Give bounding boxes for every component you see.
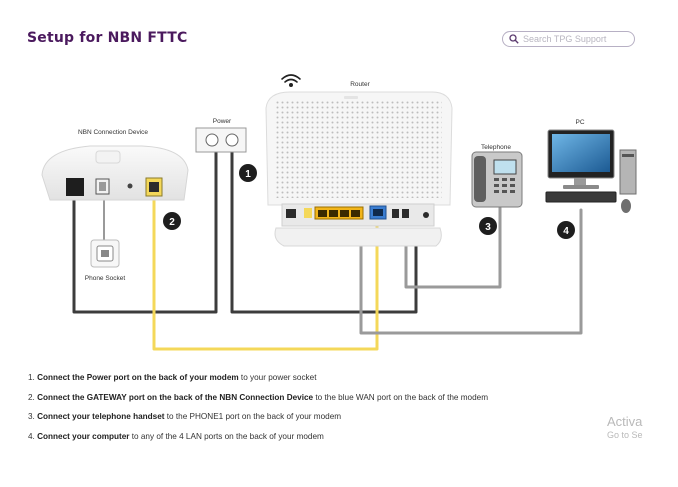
- step-badge-1: 1: [239, 164, 257, 182]
- watermark-line-1: Activa: [607, 414, 643, 429]
- page-title: Setup for NBN FTTC: [27, 30, 188, 46]
- watermark-line-2: Go to Se: [607, 430, 643, 440]
- wifi-icon: [281, 74, 301, 88]
- search-icon: [509, 34, 519, 44]
- svg-text:1: 1: [245, 169, 251, 180]
- telephone-cable: [404, 206, 502, 289]
- step-badge-3: 3: [479, 217, 497, 235]
- search-input[interactable]: [523, 34, 629, 44]
- lan-cable: [359, 208, 583, 335]
- router-label: Router: [350, 81, 370, 88]
- phone-socket-label: Phone Socket: [85, 275, 126, 282]
- pc-label: PC: [575, 119, 584, 126]
- step-badge-4: 4: [557, 221, 575, 239]
- phone-socket: [90, 239, 120, 268]
- instruction-1: 1. Connect the Power port on the back of…: [28, 373, 317, 382]
- instruction-4: 4. Connect your computer to any of the 4…: [28, 431, 324, 441]
- pc: [545, 129, 637, 213]
- power-label: Power: [213, 118, 232, 125]
- telephone-label: Telephone: [481, 144, 511, 151]
- power-cable: [230, 148, 418, 314]
- gateway-cable: [152, 194, 379, 351]
- step-badge-2: 2: [163, 212, 181, 230]
- nbn-device-label: NBN Connection Device: [78, 129, 148, 136]
- activation-watermark: Activa Go to Se: [607, 414, 643, 440]
- instructions-list: 1. Connect the Power port on the back of…: [28, 373, 488, 451]
- instruction-2: 2. Connect the GATEWAY port on the back …: [28, 392, 489, 402]
- instruction-3: 3. Connect your telephone handset to the…: [28, 412, 342, 421]
- phone-socket-cable: [72, 148, 218, 314]
- search-box[interactable]: [502, 31, 635, 47]
- svg-text:2: 2: [169, 217, 175, 228]
- telephone: [471, 151, 523, 208]
- power-adapter: [195, 127, 247, 153]
- router: [265, 74, 453, 247]
- svg-text:3: 3: [485, 222, 491, 233]
- setup-diagram: NBN Connection Device Phone Socket Power: [41, 74, 637, 351]
- svg-text:4: 4: [563, 226, 569, 237]
- nbn-connection-device: [41, 145, 189, 201]
